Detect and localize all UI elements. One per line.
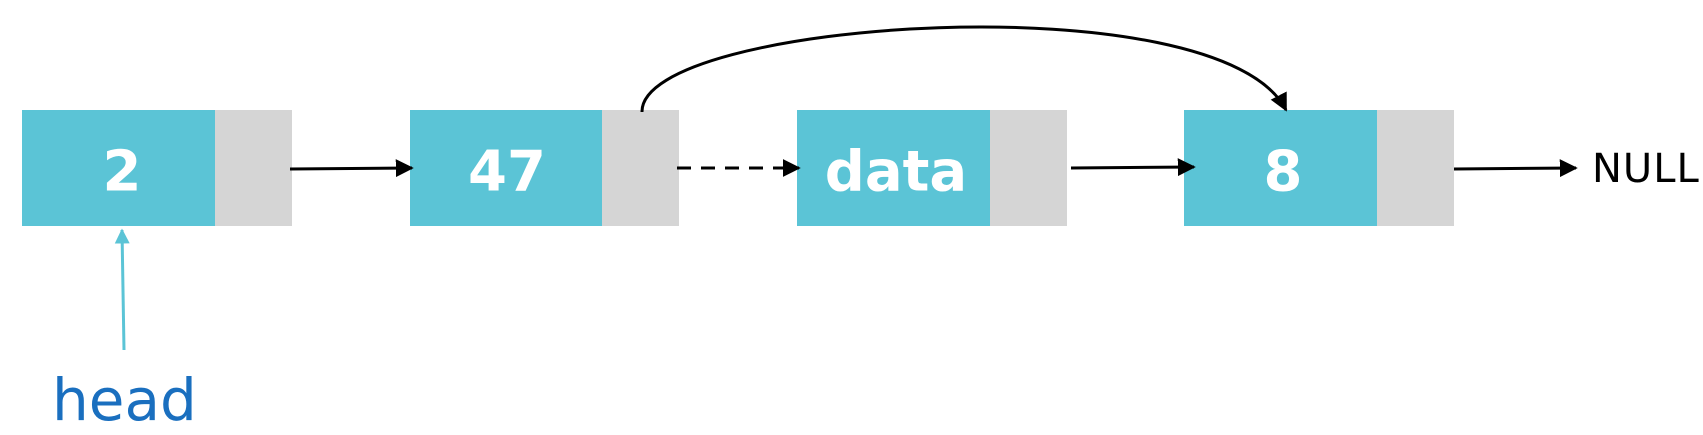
arrow-node4-to-null [1453,159,1578,178]
head-pointer-arrow [114,228,130,351]
null-label: NULL [1592,146,1700,192]
node-1-value: 2 [103,140,142,205]
node-4-data-cell [1184,110,1377,226]
arrow-node3-to-node4 [1070,158,1196,177]
node-2-value: 47 [468,140,546,205]
node-1-data-cell [22,110,215,226]
node-1-pointer-cell [215,110,292,226]
node-4-pointer-cell [1377,110,1454,226]
node-1: 2 [22,110,292,226]
node-3-data-cell [797,110,990,226]
head-label: head [52,366,197,434]
node-3-value: data [825,140,967,205]
node-4-value: 8 [1264,140,1303,205]
node-2-pointer-cell [602,110,679,226]
node-4: 8 [1184,110,1454,226]
node-3: data [797,110,1067,226]
node-2: 47 [410,110,679,226]
node-2-data-cell [410,110,602,226]
node-3-pointer-cell [990,110,1067,226]
arrow-node1-to-node2 [289,159,414,178]
curved-arrow-node2-to-node4 [640,25,1288,113]
